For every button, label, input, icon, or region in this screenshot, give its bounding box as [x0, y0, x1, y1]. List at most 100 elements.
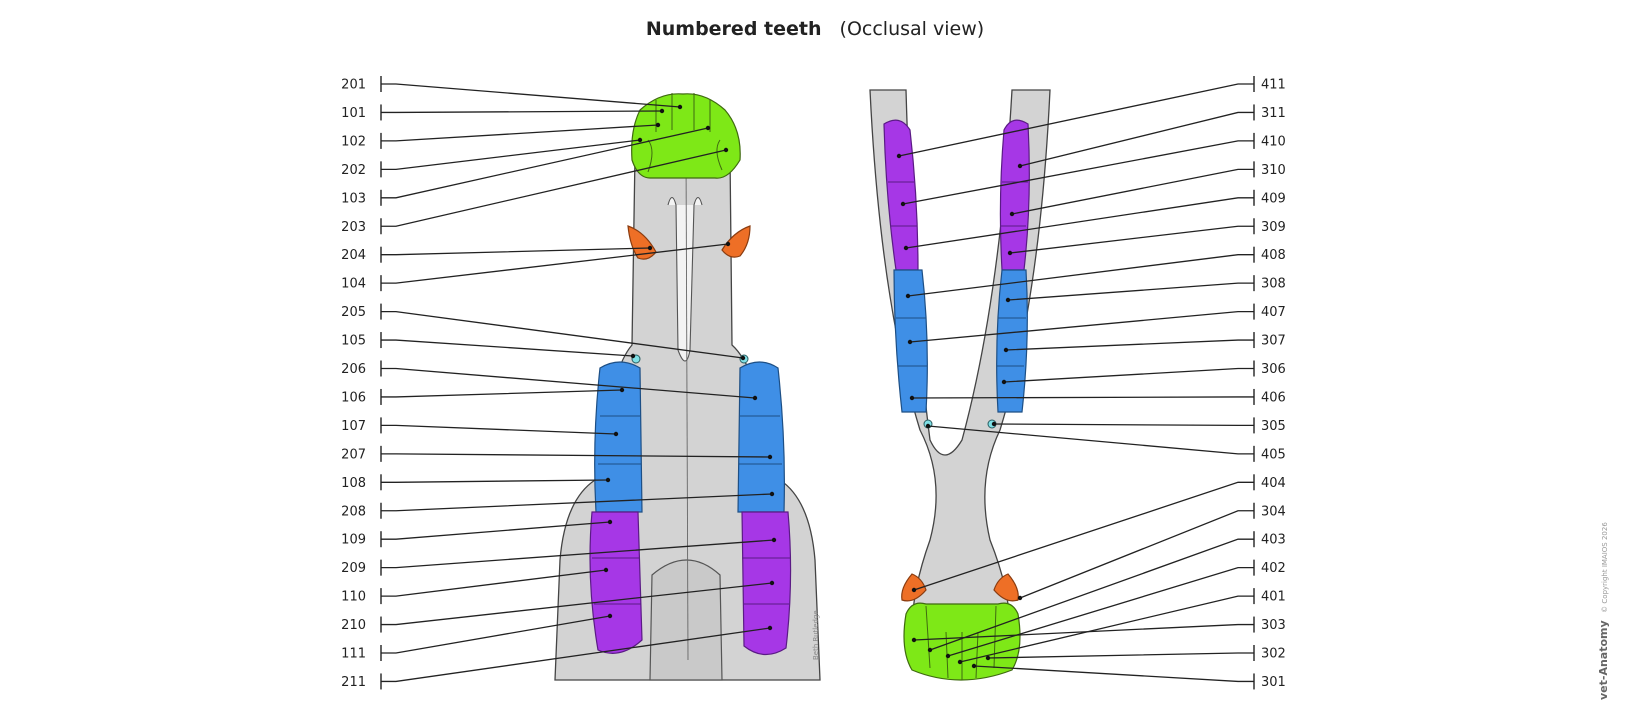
leader-line [913, 623, 1254, 641]
leader-dot [991, 421, 997, 427]
brand-watermark: vet-Anatomy © Copyright IMAIOS 2026 [1597, 522, 1610, 700]
upper-canine-left [721, 225, 751, 258]
tooth-number: 304 [1261, 504, 1286, 519]
label-lower-304: 304 [1017, 502, 1286, 601]
tooth-number: 207 [341, 447, 366, 462]
leader-dot [659, 108, 665, 114]
leader-dot [905, 293, 911, 299]
leader-dot [896, 153, 902, 159]
illustrator-signature: Beth Rutledge [812, 610, 820, 660]
leader-line [381, 521, 611, 540]
label-lower-407: 407 [907, 303, 1286, 345]
leader-line [381, 110, 663, 114]
tooth-number: 208 [341, 504, 366, 519]
leader-line [381, 627, 771, 683]
leader-line [381, 582, 773, 626]
leader-dot [603, 567, 609, 573]
label-lower-308: 308 [1005, 275, 1286, 303]
leader-dot [900, 201, 906, 207]
leader-dot [740, 355, 746, 361]
leader-dot [613, 431, 619, 437]
leader-dot [1017, 595, 1023, 601]
tooth-number: 111 [341, 647, 366, 662]
label-lower-307: 307 [1003, 332, 1286, 353]
label-lower-401: 401 [957, 588, 1286, 665]
label-lower-302: 302 [985, 645, 1286, 662]
tooth-number: 202 [341, 163, 366, 178]
upper-cheek-teeth-left [737, 361, 792, 656]
tooth-number: 106 [341, 390, 366, 405]
label-lower-410: 410 [900, 132, 1286, 207]
tooth-number: 101 [341, 106, 366, 121]
leader-dot [925, 423, 931, 429]
leader-line [381, 243, 729, 284]
upper-canine-right [627, 225, 657, 260]
leader-dot [769, 580, 775, 586]
leader-line [381, 615, 611, 654]
tooth-labels: 2011011022021032032041042051052061061072… [341, 76, 1286, 690]
label-upper-209: 209 [341, 537, 777, 576]
leader-line [1011, 168, 1254, 215]
label-upper-104: 104 [341, 241, 731, 292]
tooth-number: 410 [1261, 134, 1286, 149]
brand-copyright: © Copyright IMAIOS 2026 [1601, 522, 1609, 613]
label-lower-403: 403 [927, 531, 1286, 653]
label-lower-405: 405 [925, 423, 1286, 462]
leader-dot [1009, 211, 1015, 217]
leader-dot [911, 637, 917, 643]
tooth-number: 205 [341, 305, 366, 320]
label-upper-101: 101 [341, 104, 665, 121]
tooth-number: 311 [1261, 106, 1286, 121]
tooth-number: 301 [1261, 675, 1286, 690]
leader-line [381, 389, 623, 398]
leader-line [1019, 510, 1254, 599]
tooth-number: 102 [341, 134, 366, 149]
label-lower-305: 305 [991, 417, 1286, 434]
label-upper-203: 203 [341, 147, 729, 235]
tooth-number: 110 [341, 590, 366, 605]
label-lower-306: 306 [1001, 360, 1286, 385]
leader-line [911, 396, 1254, 399]
leader-line [381, 453, 771, 458]
tooth-number: 306 [1261, 362, 1286, 377]
leader-line [902, 140, 1254, 205]
tooth-number: 201 [341, 78, 366, 93]
leader-dot [985, 655, 991, 661]
leader-dot [1007, 250, 1013, 256]
label-lower-311: 311 [1017, 104, 1286, 169]
leader-line [1007, 282, 1254, 301]
tooth-number: 104 [341, 277, 366, 292]
tooth-number: 309 [1261, 220, 1286, 235]
tooth-number: 105 [341, 334, 366, 349]
upper-jaw-nasal-opening [649, 559, 723, 681]
leader-dot [705, 125, 711, 131]
tooth-number: 203 [341, 220, 366, 235]
tooth-number: 409 [1261, 191, 1286, 206]
label-upper-206: 206 [341, 360, 758, 401]
tooth-number: 411 [1261, 78, 1286, 93]
leader-line [381, 424, 617, 435]
tooth-number: 408 [1261, 248, 1286, 263]
upper-jaw-incisive-fissure [667, 196, 703, 362]
brand-name: vet-Anatomy [1597, 620, 1610, 700]
leader-dot [971, 663, 977, 669]
leader-line [929, 538, 1254, 651]
label-lower-408: 408 [905, 246, 1286, 299]
leader-dot [1003, 347, 1009, 353]
lower-incisors [903, 602, 1021, 681]
leader-dot [607, 613, 613, 619]
tooth-number: 204 [341, 248, 366, 263]
label-upper-207: 207 [341, 445, 773, 462]
label-upper-202: 202 [341, 137, 643, 178]
leader-line [1005, 339, 1254, 351]
label-lower-402: 402 [945, 559, 1286, 659]
leader-line [959, 595, 1254, 663]
leader-line [381, 127, 709, 199]
leader-line [381, 124, 659, 142]
leader-dot [1017, 163, 1023, 169]
label-upper-111: 111 [341, 613, 613, 662]
tooth-number: 103 [341, 191, 366, 206]
leader-line [381, 569, 607, 597]
tooth-number: 403 [1261, 533, 1286, 548]
